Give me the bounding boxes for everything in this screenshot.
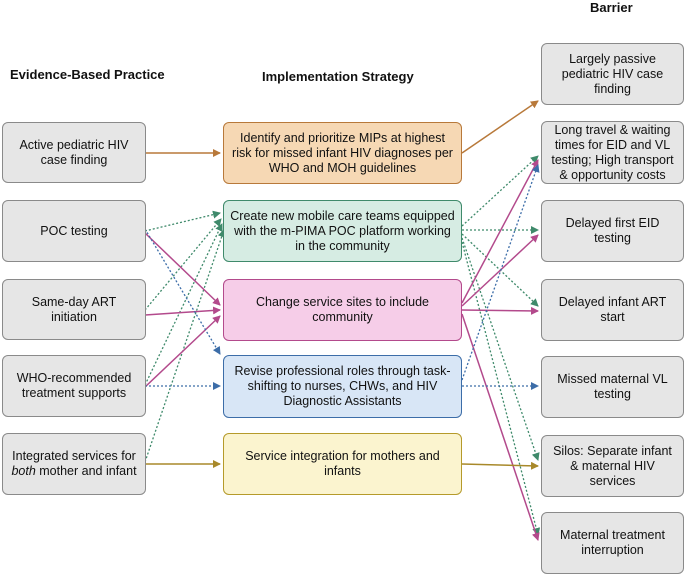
arrow-p3-s2 — [144, 218, 222, 311]
practice-poc-testing: POC testing — [2, 200, 146, 262]
barrier-delayed-first-eid: Delayed first EID testing — [541, 200, 684, 262]
barrier-passive-case-finding: Largely passive pediatric HIV case findi… — [541, 43, 684, 105]
arrow-s1-b1 — [461, 100, 539, 154]
arrow-s3-b2 — [461, 159, 539, 304]
practice-who-treatment-supports: WHO-recommended treatment supports — [2, 355, 146, 417]
practice-integrated-services: Integrated services for both mother and … — [2, 433, 146, 495]
arrow-p5-s2 — [144, 229, 226, 463]
arrow-s3-b3 — [461, 234, 539, 307]
barrier-delayed-infant-art: Delayed infant ART start — [541, 279, 684, 341]
strategy-identify-mips: Identify and prioritize MIPs at highest … — [223, 122, 462, 184]
arrow-p2-s3 — [144, 232, 221, 306]
practice-same-day-art: Same-day ART initiation — [2, 279, 146, 340]
arrow-s3-b4 — [461, 306, 539, 315]
practice-integrated-services-label: Integrated services for both mother and … — [11, 449, 137, 478]
strategy-mobile-care-teams: Create new mobile care teams equipped wi… — [223, 200, 462, 262]
arrow-p2-s2 — [144, 210, 221, 232]
practice-active-case-finding: Active pediatric HIV case finding — [2, 122, 146, 183]
header-strategy: Implementation Strategy — [262, 69, 414, 84]
strategy-change-service-sites: Change service sites to include communit… — [223, 279, 462, 341]
strategy-service-integration: Service integration for mothers and infa… — [223, 433, 462, 495]
barrier-long-travel: Long travel & waiting times for EID and … — [541, 121, 684, 184]
arrow-p4-s2 — [144, 223, 223, 386]
strategy-task-shifting: Revise professional roles through task-s… — [223, 355, 462, 418]
header-barrier: Barrier — [590, 0, 633, 15]
barrier-missed-maternal-vl: Missed maternal VL testing — [541, 356, 684, 418]
arrow-s2-b7 — [461, 241, 541, 536]
arrow-s3-b7 — [461, 313, 540, 541]
arrow-s2-b2 — [461, 155, 539, 227]
arrow-p2-s4 — [144, 228, 221, 355]
arrow-s2-b6 — [461, 237, 540, 461]
barrier-silos: Silos: Separate infant & maternal HIV se… — [541, 435, 684, 497]
header-practice: Evidence-Based Practice — [10, 67, 165, 82]
barrier-maternal-treatment-interruption: Maternal treatment interruption — [541, 512, 684, 574]
arrow-p3-s3 — [144, 306, 221, 316]
arrow-s5-b6 — [461, 461, 539, 470]
arrow-p4-s3 — [144, 315, 221, 388]
